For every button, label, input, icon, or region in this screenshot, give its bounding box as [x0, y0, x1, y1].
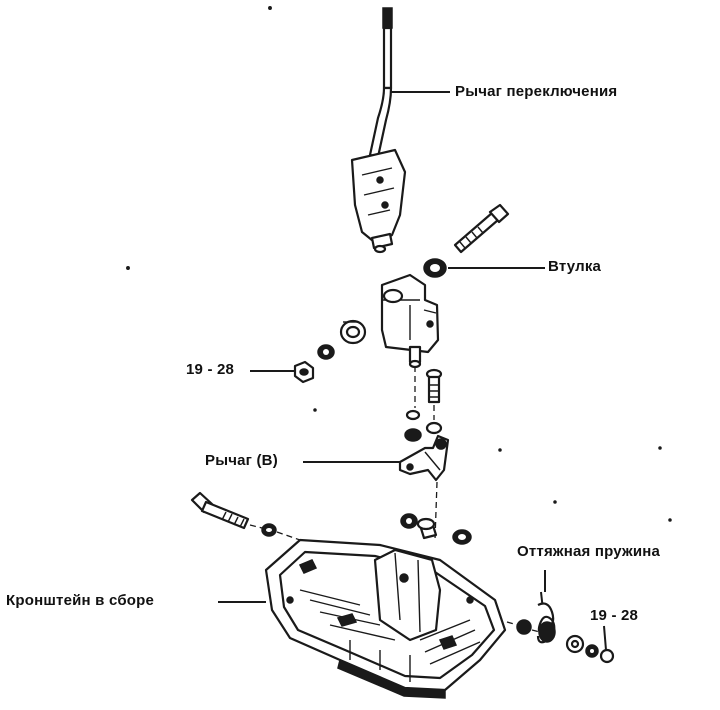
- bracket-assembly-part: [264, 538, 507, 699]
- label-shift-lever: Рычаг переключения: [455, 83, 618, 100]
- nut-top-part: [293, 360, 315, 384]
- bolt-top-part: [453, 203, 510, 254]
- label-bushing: Втулка: [548, 258, 602, 275]
- leader-torque-bottom: [603, 625, 607, 651]
- label-lever-b: Рычаг (B): [205, 452, 278, 469]
- bolt-long-part: [190, 491, 250, 530]
- washer-left-part: [261, 523, 277, 537]
- label-bracket-assembly: Кронштейн в сборе: [6, 592, 155, 609]
- nut-bottom-part: [516, 619, 615, 664]
- return-spring-part: [536, 591, 556, 644]
- bushing-part: [423, 258, 447, 278]
- shift-lever-part: [350, 7, 407, 254]
- lever-b-part: [398, 409, 450, 482]
- label-return-spring: Оттяжная пружина: [517, 543, 661, 560]
- pin-part: [425, 368, 443, 404]
- bushing-pair-part: [400, 513, 472, 545]
- pivot-block-part: [380, 273, 440, 369]
- label-torque-bottom: 19 - 28: [590, 607, 639, 624]
- washer-top-part: [339, 319, 367, 345]
- label-torque-top: 19 - 28: [186, 361, 235, 378]
- lockwasher-top-part: [317, 344, 335, 360]
